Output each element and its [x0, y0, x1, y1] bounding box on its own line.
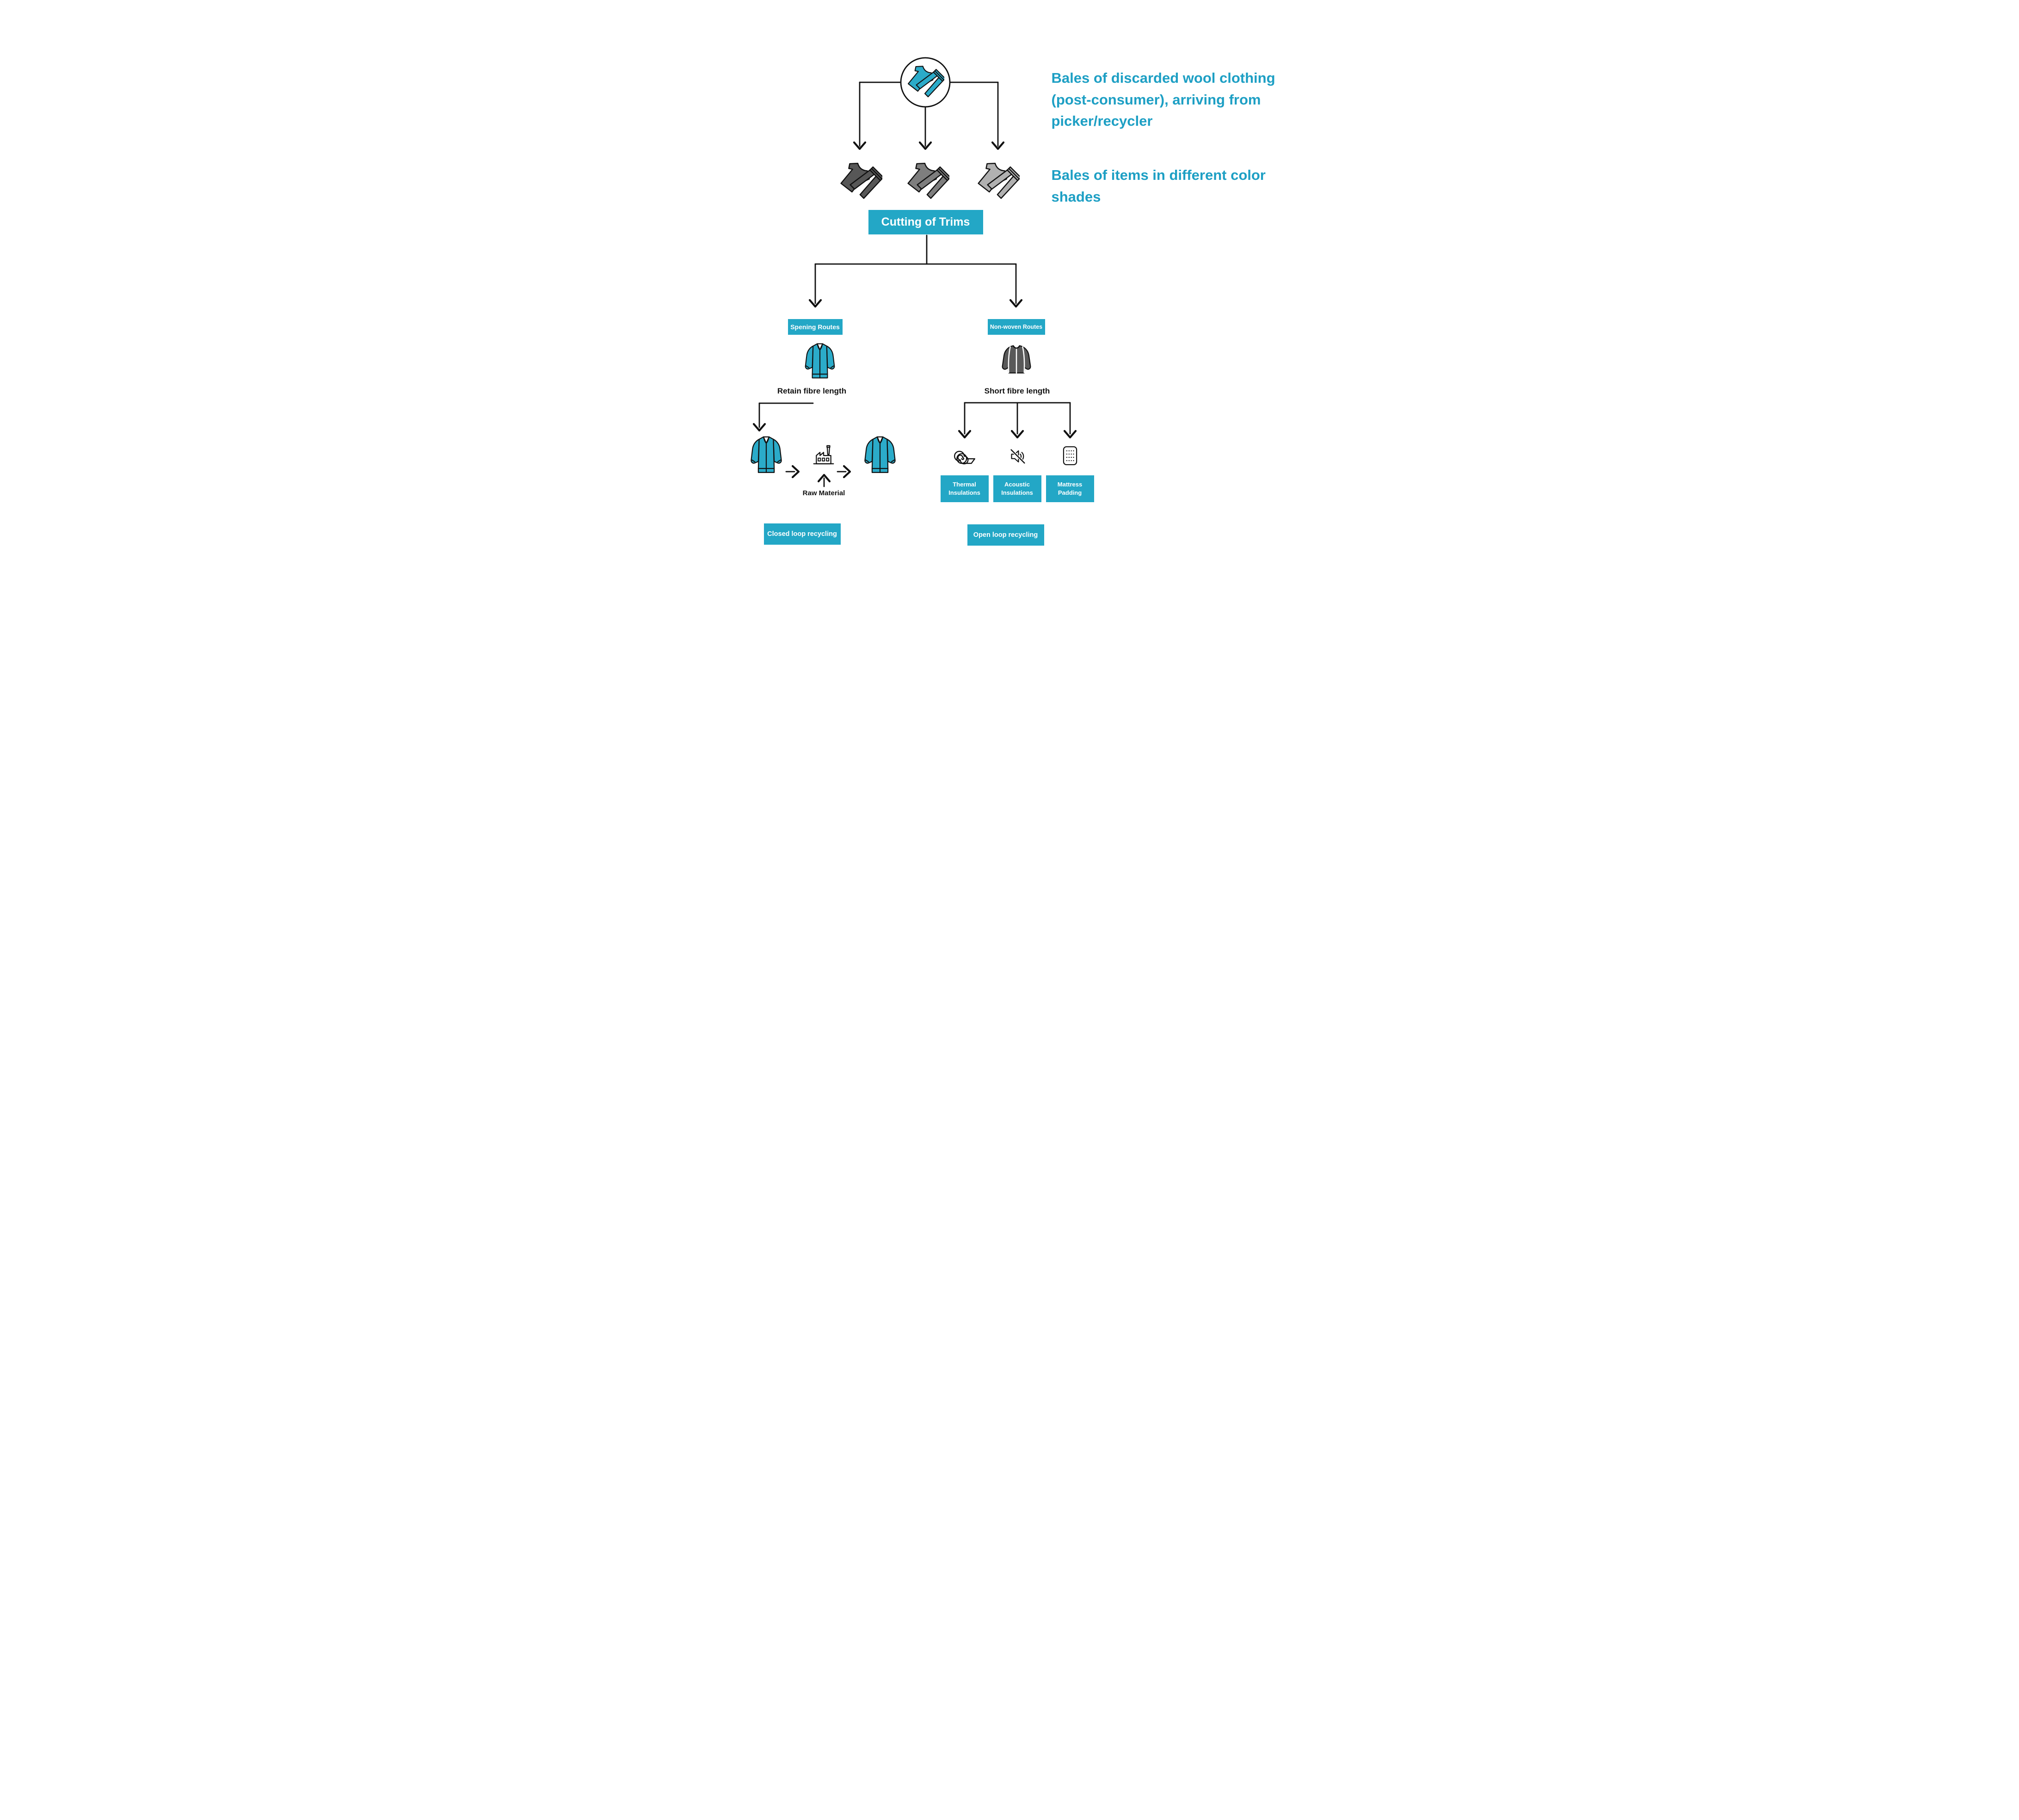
muted-speaker-icon	[1006, 445, 1028, 468]
mattress-pad-icon	[1060, 444, 1080, 468]
label-short-fibre: Short fibre length	[984, 387, 1050, 395]
dark-jacket-icon	[997, 341, 1036, 383]
node-nonwoven-routes: Non-woven Routes	[987, 319, 1045, 335]
node-acoustic-insulations: Acoustic Insulations	[993, 475, 1041, 502]
recycled-jacket-icon	[746, 434, 786, 477]
node-spinning-routes: Spening Routes	[788, 319, 843, 335]
node-closed-loop: Closed loop recycling	[763, 523, 841, 545]
annotation-bales-shades: Bales of items in different color shades	[1051, 167, 1266, 205]
label-retain-fibre: Retain fibre length	[777, 387, 847, 395]
node-open-loop: Open loop recycling	[967, 524, 1044, 546]
annotation-bales-discarded: Bales of discarded wool clothing (post-c…	[1051, 70, 1275, 129]
flow-lines	[758, 81, 1071, 487]
label-raw-material: Raw Material	[802, 489, 845, 497]
bale-dark-gray-icon	[839, 160, 882, 204]
node-mattress-padding: Mattress Padding	[1046, 475, 1094, 502]
recycling-flow-diagram: Bales of discarded wool clothing (post-c…	[673, 0, 1346, 607]
thermal-roll-icon	[953, 446, 977, 468]
node-thermal-insulations: Thermal Insulations	[940, 475, 989, 502]
arrowheads	[752, 141, 1077, 483]
wool-bale-icon	[905, 63, 945, 101]
bale-mid-gray-icon	[906, 160, 949, 204]
node-cutting-of-trims: Cutting of Trims	[868, 210, 983, 234]
new-jacket-icon	[860, 434, 900, 477]
bale-light-gray-icon	[976, 160, 1020, 204]
teal-jacket-icon	[801, 340, 839, 383]
factory-icon	[811, 442, 837, 468]
